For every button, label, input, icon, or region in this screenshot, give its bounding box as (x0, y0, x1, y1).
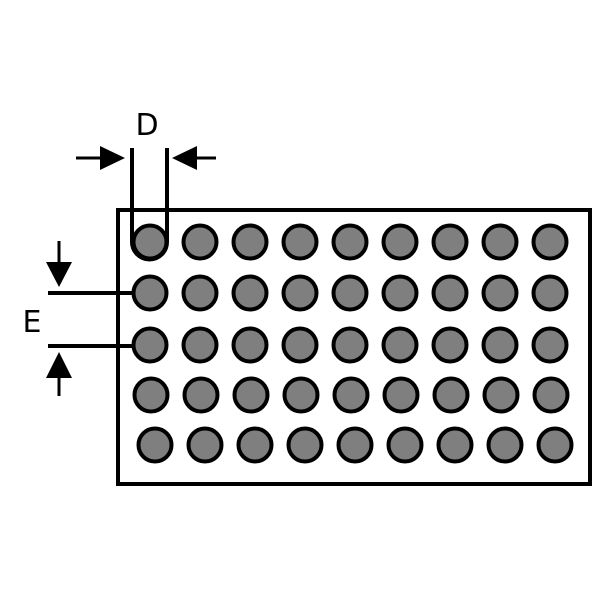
hole (382, 376, 420, 414)
hole (136, 426, 174, 464)
hole-grid (131, 223, 574, 464)
hole (531, 223, 569, 261)
hole (186, 426, 224, 464)
hole (432, 376, 470, 414)
hole (286, 426, 324, 464)
spacing-label: E (23, 305, 42, 340)
hole (236, 426, 274, 464)
hole (331, 223, 369, 261)
hole (182, 376, 220, 414)
hole (386, 426, 424, 464)
hole (536, 426, 574, 464)
arrow-left-icon (172, 146, 197, 170)
arrow-up-icon (46, 352, 72, 378)
hole (282, 376, 320, 414)
hole (181, 274, 219, 312)
hole (281, 274, 319, 312)
diameter-extension-lines (130, 148, 169, 262)
hole (336, 426, 374, 464)
diameter-label: D (135, 108, 158, 143)
hole (231, 223, 269, 261)
hole (431, 326, 469, 364)
hole (132, 376, 170, 414)
hole (331, 326, 369, 364)
hole (181, 223, 219, 261)
hole (181, 326, 219, 364)
hole (481, 274, 519, 312)
hole (331, 274, 369, 312)
hole (232, 376, 270, 414)
diameter-dimension: D (76, 108, 216, 262)
hole (482, 376, 520, 414)
hole (436, 426, 474, 464)
hole (486, 426, 524, 464)
hole (231, 274, 269, 312)
hole (381, 326, 419, 364)
hole (281, 223, 319, 261)
hole (381, 274, 419, 312)
arrow-right-icon (100, 146, 125, 170)
hole (431, 223, 469, 261)
hole (332, 376, 370, 414)
hole (131, 326, 169, 364)
hole (532, 376, 570, 414)
hole (431, 274, 469, 312)
hole (531, 326, 569, 364)
hole (481, 223, 519, 261)
hole (281, 326, 319, 364)
hole (481, 326, 519, 364)
spacing-dimension: E (23, 241, 133, 396)
hole (131, 274, 169, 312)
arrow-down-icon (46, 262, 72, 287)
hole (531, 274, 569, 312)
hole (231, 326, 269, 364)
hole (381, 223, 419, 261)
